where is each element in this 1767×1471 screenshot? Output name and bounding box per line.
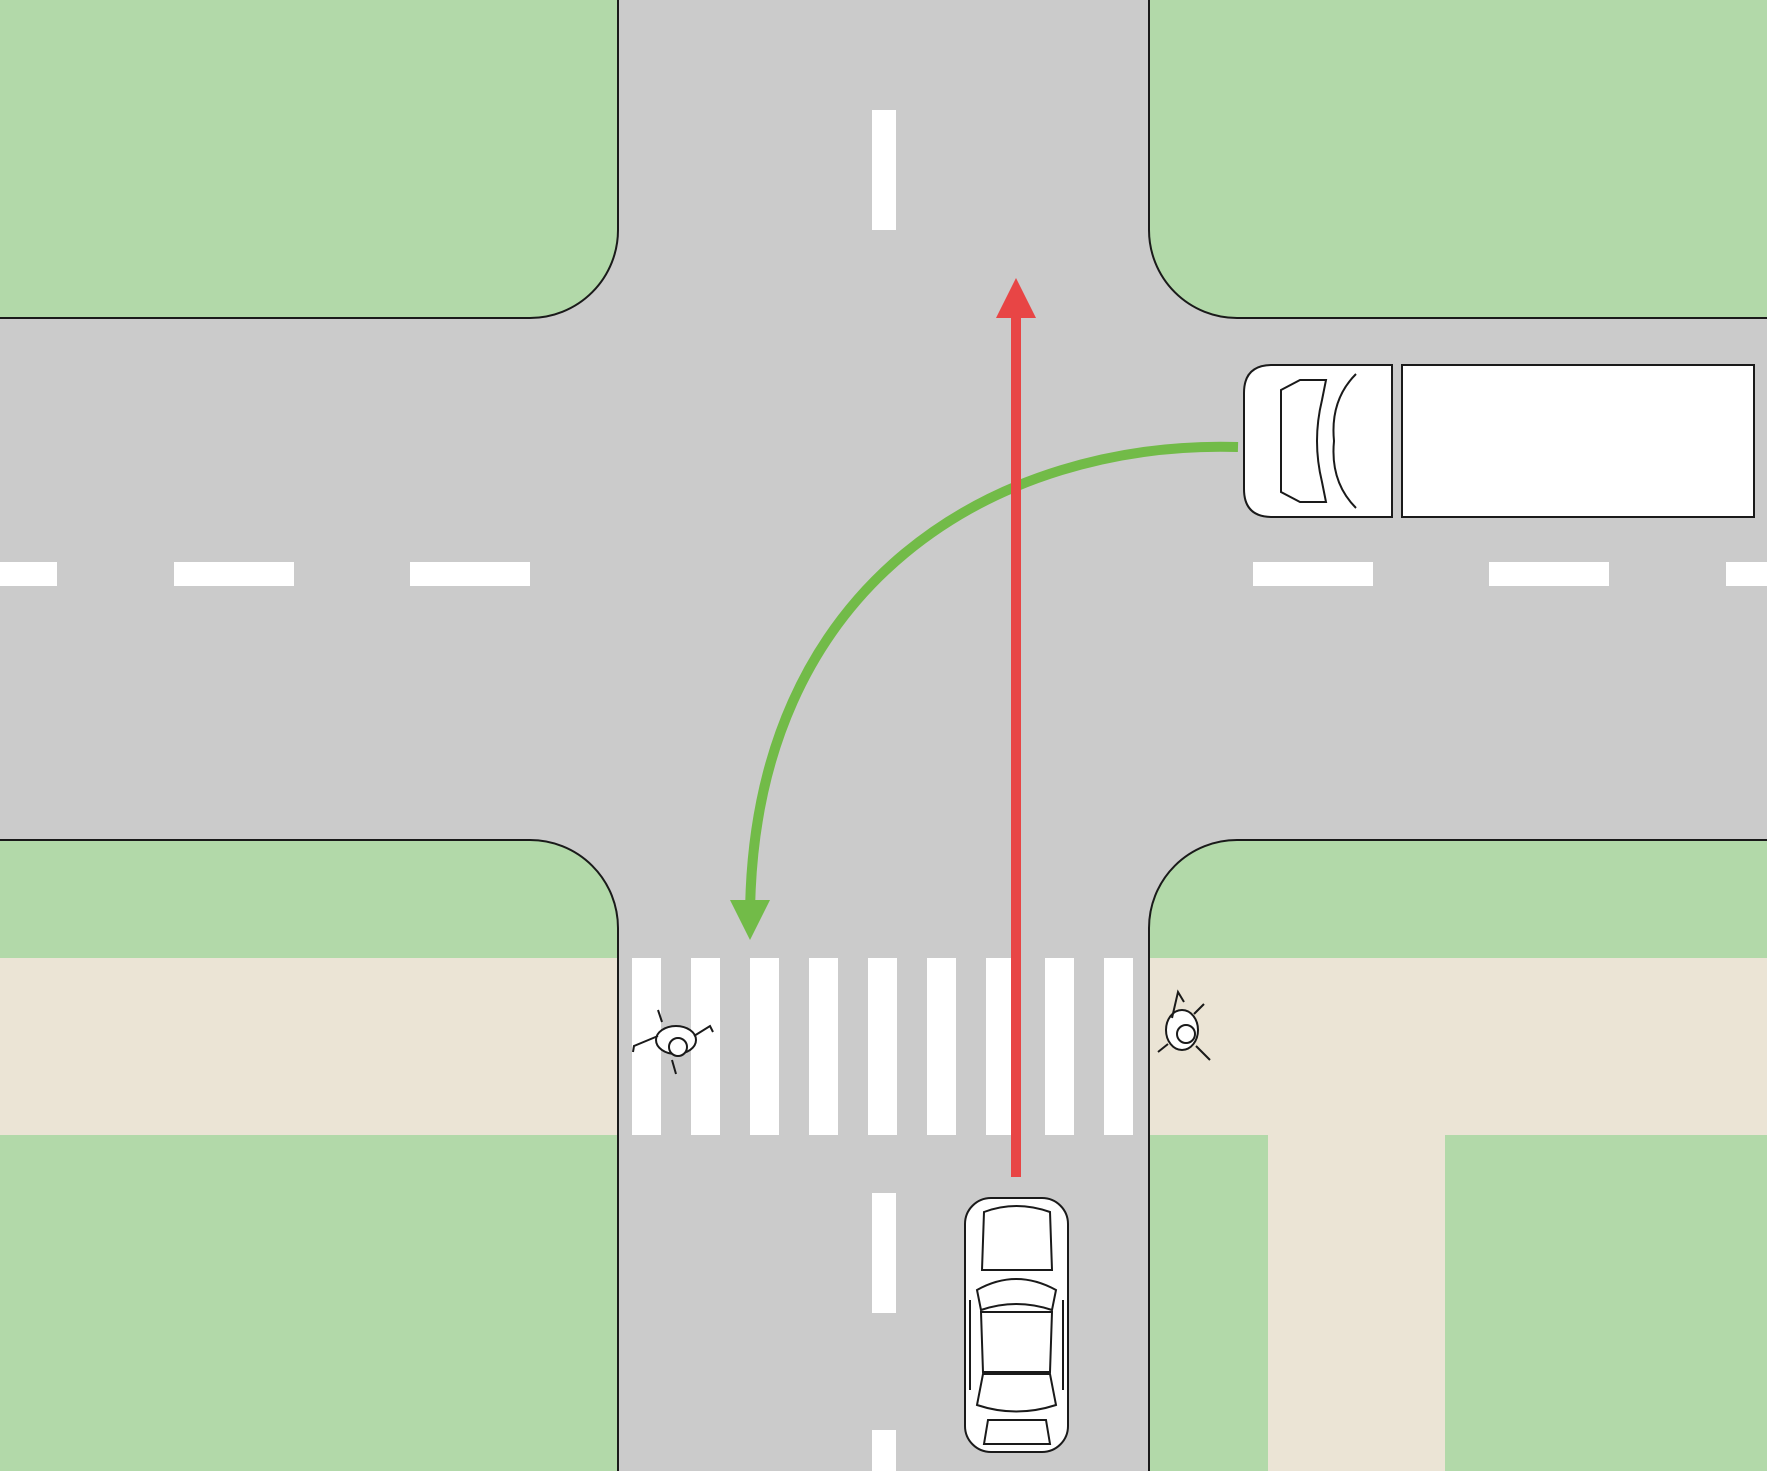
pedestrian-icon: [632, 1009, 714, 1075]
truck-top-view-icon: [1243, 364, 1755, 518]
lane-dash: [410, 562, 530, 586]
truck-windshield: [1280, 379, 1328, 503]
car-windshield: [975, 1278, 1058, 1312]
truck-left-turn-arrow: [730, 441, 1239, 940]
lane-dash: [1489, 562, 1609, 586]
pedestrian-icon: [1157, 989, 1211, 1061]
car-trunk: [982, 1419, 1052, 1445]
crosswalk-stripe: [750, 958, 779, 1135]
lane-dash: [174, 562, 294, 586]
crosswalk-stripe: [1045, 958, 1074, 1135]
crosswalk-stripe: [691, 958, 720, 1135]
truck-hood-line: [1332, 373, 1357, 509]
lane-dash: [1726, 562, 1767, 586]
lane-dash: [1253, 562, 1373, 586]
car-rear-window: [975, 1373, 1058, 1413]
crosswalk-stripe: [986, 958, 1015, 1135]
lane-dash: [872, 1193, 896, 1313]
crosswalk-stripe: [1104, 958, 1133, 1135]
lane-dash: [872, 110, 896, 230]
truck-trailer: [1401, 364, 1755, 518]
car-top-view-icon: [964, 1197, 1069, 1453]
sidewalk-vertical: [1268, 1135, 1445, 1471]
crosswalk-stripe: [868, 958, 897, 1135]
zebra-crosswalk: [632, 958, 1133, 1135]
car-body: [964, 1197, 1069, 1453]
crosswalk-stripe: [809, 958, 838, 1135]
crosswalk-stripe: [632, 958, 661, 1135]
car-roof: [979, 1311, 1054, 1373]
car-hood: [980, 1205, 1054, 1271]
lane-dash: [872, 1430, 896, 1471]
crosswalk-stripe: [927, 958, 956, 1135]
lane-markings: [0, 110, 1767, 1471]
lane-dash: [0, 562, 57, 586]
